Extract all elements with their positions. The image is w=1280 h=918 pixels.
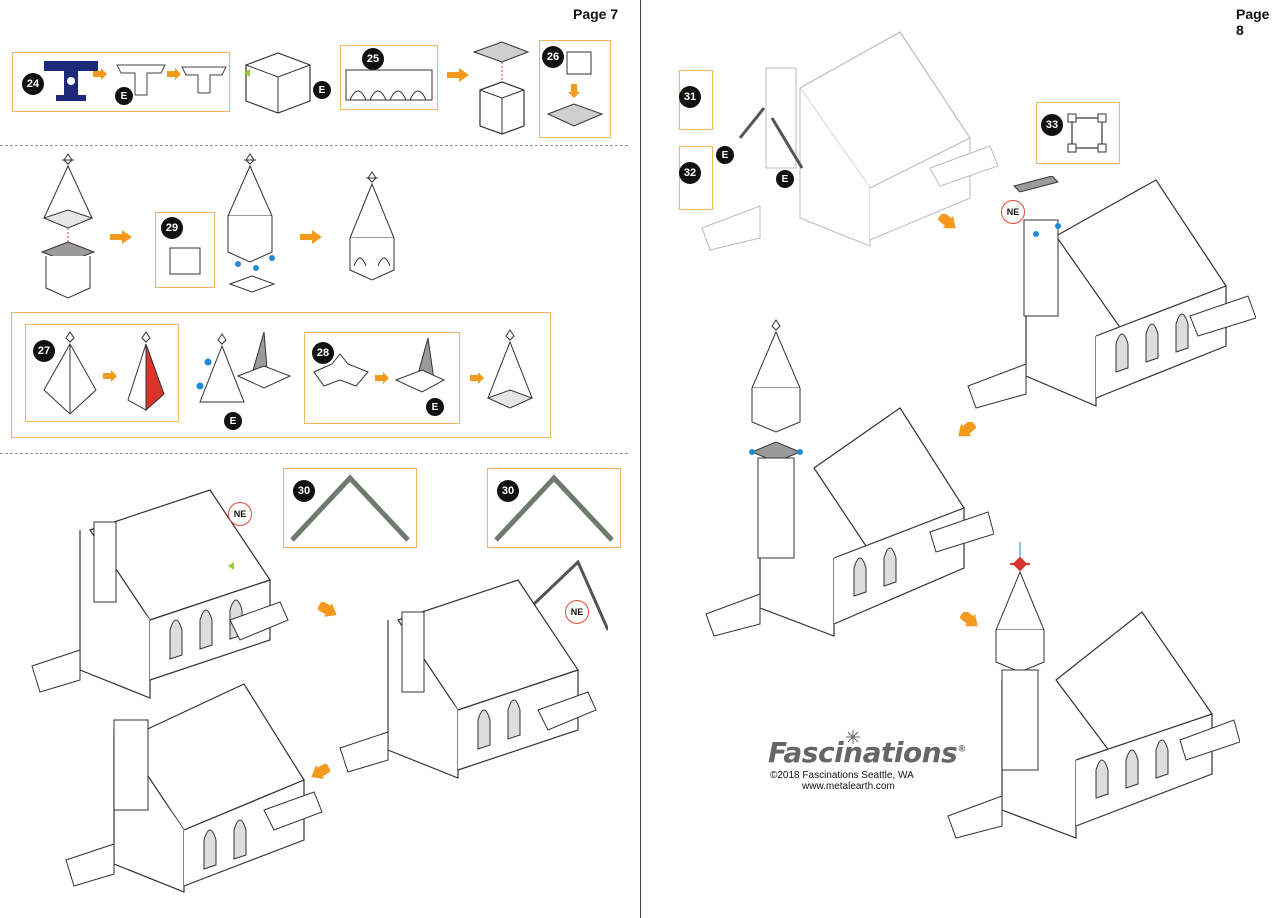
section2-arrow-1 (110, 230, 132, 244)
e-badge-31: E (716, 146, 734, 164)
step-27-roof-fold (236, 331, 292, 389)
right-arrow-1 (938, 214, 956, 229)
step-27-spire-blue (196, 333, 245, 403)
step-28-spire-complete (486, 329, 534, 409)
brand-logo: Fascinations® (768, 736, 966, 769)
step-33-plate (1067, 113, 1107, 153)
spire-with-plate (227, 153, 276, 293)
step-26-plate-flat (566, 51, 592, 75)
page-label-left: Page 7 (573, 6, 619, 22)
e-badge-27: E (224, 412, 242, 430)
step-24-arrow-1 (93, 68, 107, 80)
spire-assembled (349, 171, 395, 281)
section-divider-1 (0, 145, 628, 146)
step-30-roof-ridge-b (494, 474, 614, 542)
step-24-arrow-2 (167, 68, 181, 80)
e-badge-28: E (426, 398, 444, 416)
step-27-spire-flat (43, 331, 97, 415)
church-final (947, 542, 1240, 839)
step-30-panel-a (283, 468, 417, 548)
step-28-arrow-2 (470, 372, 484, 384)
step-25-number: 25 (362, 48, 384, 70)
page-divider (640, 0, 641, 918)
step-33-panel (1036, 102, 1120, 164)
step-24-part-final (181, 66, 227, 94)
step-28-arrow (375, 372, 389, 384)
e-badge-24b: E (313, 81, 331, 99)
step-27-arrow (103, 370, 117, 382)
ne-badge-33: NE (1001, 200, 1025, 224)
church-step31-faded (701, 31, 999, 251)
e-badge-24: E (115, 87, 133, 105)
step-27-panel (25, 324, 179, 422)
section-divider-2 (0, 453, 628, 454)
step-24-number: 24 (22, 73, 44, 95)
step-27-number: 27 (33, 340, 55, 362)
section3-arrow-1 (318, 602, 337, 617)
step-30-roof-ridge-a (290, 474, 410, 542)
step-28-number: 28 (312, 342, 334, 364)
step-28-part (313, 353, 369, 387)
ne-badge-30a: NE (228, 502, 252, 526)
step-25-panel (340, 45, 438, 110)
step-26-panel (539, 40, 611, 138)
step-24-panel (12, 52, 230, 112)
step-30-number-b: 30 (497, 480, 519, 502)
e-badge-32: E (776, 170, 794, 188)
step-26-number: 26 (542, 46, 564, 68)
step-29-panel (155, 212, 215, 288)
church-step30-b (339, 560, 608, 779)
step-27-spire-fold-red (127, 331, 165, 412)
church-step30-c (65, 683, 323, 893)
step-30-number-a: 30 (293, 480, 315, 502)
step-29-number: 29 (161, 217, 183, 239)
step-31-number: 31 (679, 86, 701, 108)
church-with-spire-exploded (705, 319, 994, 637)
steps-27-28-panel (11, 312, 551, 438)
section3-arrow-2 (311, 764, 330, 779)
step-24-part-fold (116, 64, 166, 96)
page-label-right: Page 8 (1236, 6, 1270, 38)
step-28-folded (394, 337, 446, 393)
step-25-arrow (447, 68, 469, 82)
step-30-panel-b (487, 468, 621, 548)
website-link[interactable]: www.metalearth.com (802, 781, 895, 792)
step-24-frame-assembly (244, 52, 311, 114)
step-33-number: 33 (1041, 114, 1063, 136)
church-step30-a (31, 489, 289, 699)
step-32-number: 32 (679, 162, 701, 184)
step-29-plate (169, 247, 201, 275)
step-28-panel (304, 332, 460, 424)
step-26-arrow-down (568, 84, 580, 98)
church-step33 (967, 176, 1256, 409)
right-arrow-3 (960, 612, 978, 627)
step-25-fence-strip (345, 69, 433, 101)
copyright-text: ©2018 Fascinations Seattle, WA (770, 770, 914, 781)
step-24-part-navy (44, 61, 98, 101)
step-26-plate-folded (546, 103, 604, 127)
ne-badge-30b: NE (565, 600, 589, 624)
step-25-belfry-box (472, 41, 530, 135)
logo-burst-icon (846, 730, 860, 744)
right-arrow-2 (958, 422, 976, 437)
section2-arrow-2 (300, 230, 322, 244)
spire-exploded (40, 153, 96, 299)
